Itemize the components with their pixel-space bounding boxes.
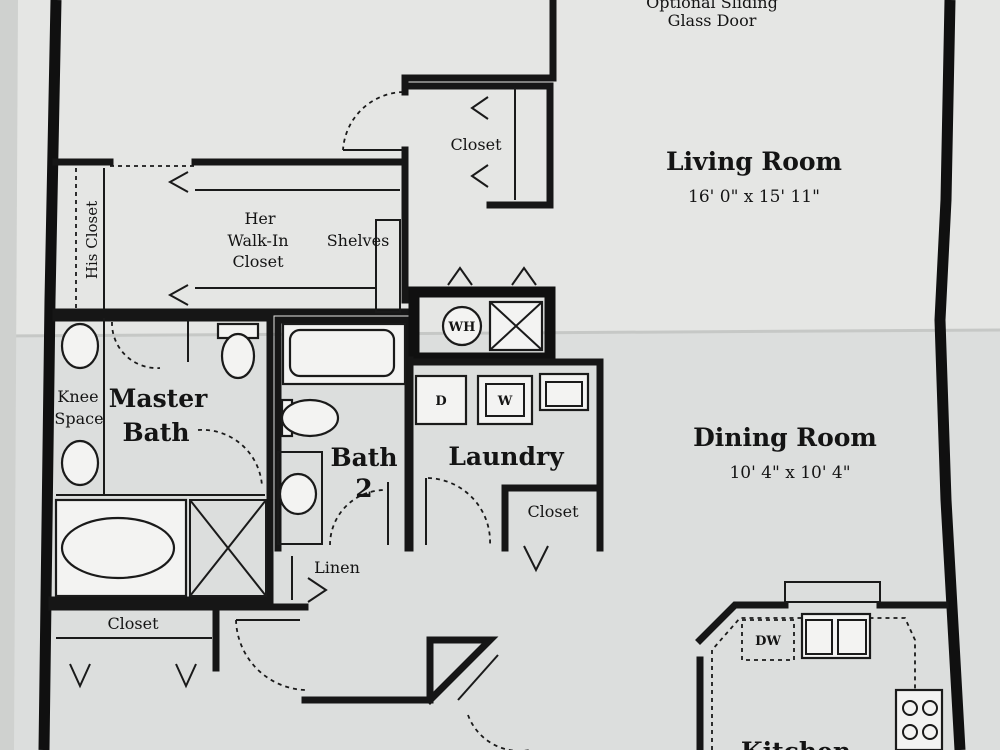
bath2-vanity [277,451,323,545]
washer-inner [485,383,525,417]
top-note-line2: Glass Door [668,11,757,30]
laundry-door-swing [427,477,491,546]
mechanical-closet-wall [408,286,556,364]
linen-label: Linen [314,558,360,577]
master-sink-bottom [60,439,100,487]
kitchen-label: Kitchen [741,737,851,750]
closet-chevron-1 [470,96,489,120]
exterior-wall-left [38,0,62,750]
upper-closet-swing [342,91,404,151]
his-closet-label: His Closet [83,201,101,279]
master-bath-label-2: Bath [122,418,189,447]
bath2-tub-basin [288,328,396,378]
master-bath-walls [48,314,274,604]
burner-4 [922,724,938,740]
paper-left-edge [0,0,18,750]
burner-1 [902,700,918,716]
dryer-label: D [435,394,446,409]
living-room-name: Living Room [666,147,842,176]
master-tub-basin [60,516,176,580]
master-door-swing [111,321,161,369]
mech-chevron-1 [447,266,473,286]
dishwasher-label: DW [755,634,781,649]
master-shower-swing [197,428,263,487]
dining-room-name: Dining Room [693,423,877,452]
washer-label: W [497,394,513,409]
kitchen-sink-left [805,619,833,655]
bath2-door-swing [329,489,386,546]
her-closet-chevron-2 [167,284,189,306]
laundry-walls [406,356,604,552]
lower-closet-chevron-2 [175,663,197,689]
master-bath-label-1: Master [109,384,208,413]
burner-2 [922,700,938,716]
dryer [414,374,468,426]
laundry-closet-chevron [523,545,549,573]
mech-chevron-2 [511,266,537,286]
kitchen-sink-right [837,619,867,655]
laundry-label: Laundry [448,442,565,471]
paper-top-sheet [0,0,1000,335]
closet-zone-walls [52,158,409,316]
lower-closet-chevron-1 [69,663,91,689]
shelves-unit [375,219,401,313]
range [894,688,944,750]
top-note-line1: Optional Sliding [646,0,778,12]
master-sink-top [60,322,100,370]
master-toilet-bowl [220,332,256,380]
dining-room-dims: 10' 4" x 10' 4" [729,463,850,483]
exterior-wall-right [934,0,966,750]
knee-space-label-1: Knee [57,387,98,406]
shelves-label: Shelves [327,231,390,250]
hvac-x [489,301,543,351]
entry-door [457,654,499,701]
lower-closet-label: Closet [107,614,159,633]
upper-closet-label: Closet [450,135,502,154]
kitchen-window [784,581,881,603]
master-shower [189,499,267,597]
laundry-sink [538,372,590,412]
upper-closet-box [401,82,554,304]
knee-space-label-2: Space [54,409,103,428]
water-heater [441,305,483,347]
master-shower-x [189,499,267,597]
entry-door-swing [467,714,530,750]
kitchen-sink [800,612,872,660]
laundry-closet-label: Closet [527,502,579,521]
kitchen-walls [695,601,949,750]
bath2-sink [278,472,318,516]
dishwasher [741,619,795,661]
lower-closet-walls [48,603,309,672]
closet-chevron-2 [470,164,489,188]
bath2-label-2: 2 [355,474,372,503]
her-closet-label-2: Walk-In [227,231,288,250]
her-closet-label-3: Closet [232,252,284,271]
linen-chevron [307,577,328,603]
entry-walls [301,636,499,705]
living-room-dims: 16' 0" x 15' 11" [688,187,820,207]
her-closet-label-1: Her [244,209,275,228]
burner-3 [902,724,918,740]
her-closet-chevron-1 [167,171,189,193]
water-heater-label: WH [448,320,476,335]
bath2-label-1: Bath [330,443,397,472]
laundry-sink-basin [545,381,583,407]
bath2-toilet-bowl [280,398,340,438]
